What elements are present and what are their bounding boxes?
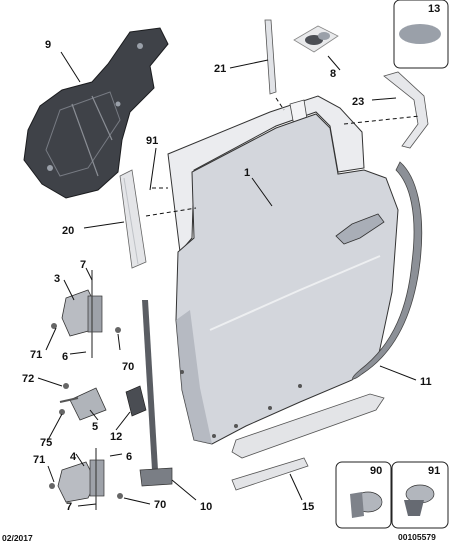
sill-trim-part [231,457,309,491]
b-pillar-trim-part [264,19,277,95]
callout-6-bottom: 6 [126,451,132,463]
lock-bracket-part [125,385,147,417]
callout-15: 15 [302,501,314,513]
footer-reference: 00105579 [398,532,436,542]
callout-10: 10 [200,501,212,513]
callout-75: 75 [40,437,52,449]
callout-21: 21 [214,63,226,75]
callout-70-top: 70 [122,361,134,373]
callout-91-top: 91 [146,135,158,147]
footer-date: 02/2017 [2,533,33,543]
door-seal-part [352,161,423,380]
callout-13: 13 [428,3,440,15]
callout-7-bottom: 7 [66,501,72,513]
callout-91-bottom: 91 [428,465,440,477]
lower-moulding-part [231,393,385,459]
part-13-box [393,0,449,69]
callout-23: 23 [352,96,364,108]
callout-5: 5 [92,421,98,433]
callout-12: 12 [110,431,122,443]
frame-upper-trim-part [383,71,429,149]
callout-70-bottom: 70 [154,499,166,511]
callout-71-top: 71 [30,349,42,361]
check-strap-part [139,300,173,487]
callout-1: 1 [244,167,250,179]
pillar-applique-part [119,169,147,269]
callout-9: 9 [45,39,51,51]
callout-7-top: 7 [80,259,86,271]
fastener-91-box [391,461,449,529]
callout-20: 20 [62,225,74,237]
callout-71-bottom: 71 [33,454,45,466]
window-regulator-part [23,27,169,199]
callout-4: 4 [70,451,77,463]
fastener-90-box [335,461,392,529]
door-shell-part [167,95,399,445]
clip-kit-part [293,25,339,53]
callout-3: 3 [54,273,60,285]
callout-72: 72 [22,373,34,385]
callout-6-top: 6 [62,351,68,363]
upper-hinge-part [51,270,121,358]
callout-8: 8 [330,68,336,80]
lower-hinge-part [49,448,123,510]
door-check-part [59,383,107,421]
callout-11: 11 [420,376,432,388]
callout-90: 90 [370,465,382,477]
